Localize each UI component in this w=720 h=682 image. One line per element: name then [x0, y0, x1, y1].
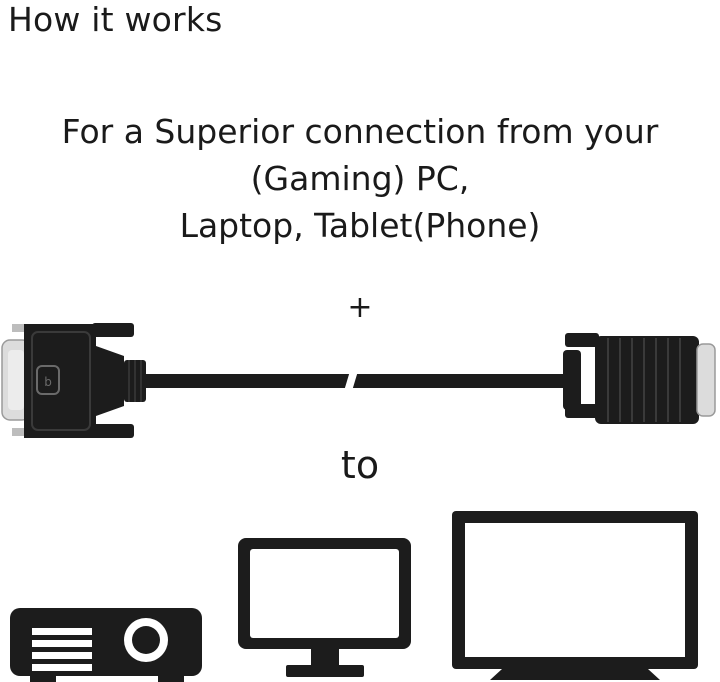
left-body-outline	[31, 331, 91, 431]
logo-icon	[36, 365, 60, 395]
intro-line-2: (Gaming) PC,	[250, 159, 470, 198]
to-label: to	[340, 443, 380, 487]
cable-wire	[146, 374, 566, 388]
cable-break	[344, 371, 358, 391]
tv-icon	[452, 511, 698, 680]
projector-lens	[132, 626, 160, 654]
logo-mark-icon: b	[44, 375, 52, 389]
right-strain-relief	[563, 350, 581, 410]
monitor-neck	[311, 649, 339, 667]
plus-symbol: +	[347, 290, 373, 325]
page-heading: How it works	[8, 0, 223, 39]
monitor-screen	[250, 549, 399, 638]
projector-vent	[32, 628, 92, 635]
left-screw-bottom	[12, 428, 26, 436]
projector-foot-left	[30, 676, 56, 682]
tv-stand	[490, 669, 660, 680]
intro-line-3: Laptop, Tablet(Phone)	[179, 206, 541, 245]
left-connector-shell-highlight	[8, 350, 24, 410]
projector-foot-right	[158, 676, 184, 682]
intro-line-1: For a Superior connection from your	[61, 112, 659, 151]
right-connector-shell	[696, 343, 716, 417]
left-thumbscrew-top	[92, 323, 134, 337]
left-connector-body	[24, 324, 124, 438]
intro-text: For a Superior connection from your (Gam…	[0, 108, 720, 249]
monitor-icon	[238, 538, 411, 677]
left-thumbscrew-bottom	[92, 424, 134, 438]
tv-screen	[465, 523, 685, 657]
projector-icon	[10, 608, 202, 682]
vga-cable-icon: b	[1, 323, 716, 438]
right-thumbscrew-bottom	[565, 404, 599, 418]
monitor-base	[286, 665, 364, 677]
right-connector-body	[595, 336, 699, 424]
right-thumbscrew-top	[565, 333, 599, 347]
left-screw-top	[12, 324, 26, 332]
